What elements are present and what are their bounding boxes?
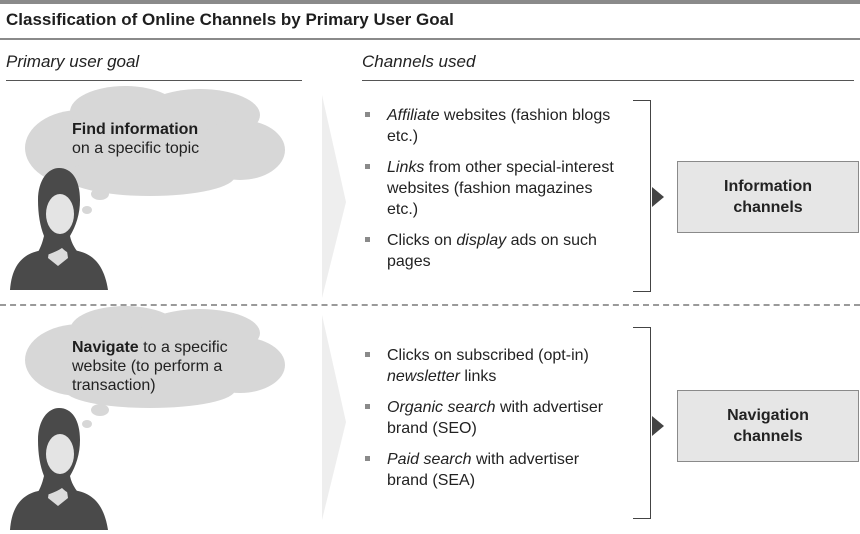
page-title: Classification of Online Channels by Pri… [6,10,454,29]
title-rule [0,38,860,40]
goal-rest-2: to a specific website (to perform a tran… [72,339,228,394]
thought-cloud-2 [25,306,285,428]
bracket-2 [633,327,651,519]
chevron-arrow-1 [322,95,346,298]
column-rule-right [362,80,854,81]
category-box-navigation: Navigation channels [677,390,859,462]
category-box-information: Information channels [677,161,859,233]
arrow-right-icon-2 [652,416,664,436]
goal-text-2: Navigate to a specific website (to perfo… [72,338,268,395]
goal-text-1: Find information on a specific topic [72,120,272,158]
list-item: Affiliate websites (fashion blogs etc.) [362,105,622,147]
channel-list-2: Clicks on subscribed (opt-in) newsletter… [362,345,622,501]
row-divider [0,304,860,306]
list-item: Clicks on subscribed (opt-in) newsletter… [362,345,622,387]
goal-rest-1: on a specific topic [72,140,200,157]
column-header-channels: Channels used [362,52,476,71]
chevron-arrow-2 [322,315,346,520]
thought-cloud-1 [25,86,285,214]
channel-list-1: Affiliate websites (fashion blogs etc.) … [362,105,622,282]
category-label-information: Information channels [724,178,812,216]
goal-emphasis-1: Find information [72,121,199,138]
list-item: Paid search with advertiser brand (SEA) [362,449,622,491]
list-item: Organic search with advertiser brand (SE… [362,397,622,439]
goal-emphasis-2: Navigate [72,339,139,356]
top-rule [0,0,860,4]
column-rule-left [6,80,302,81]
bracket-1 [633,100,651,292]
category-label-navigation: Navigation channels [727,407,809,445]
person-icon-1 [10,168,108,290]
column-header-user-goal: Primary user goal [6,52,140,71]
list-item: Clicks on display ads on such pages [362,230,622,272]
arrow-right-icon-1 [652,187,664,207]
person-icon-2 [10,408,108,530]
list-item: Links from other special-interest websit… [362,157,622,220]
